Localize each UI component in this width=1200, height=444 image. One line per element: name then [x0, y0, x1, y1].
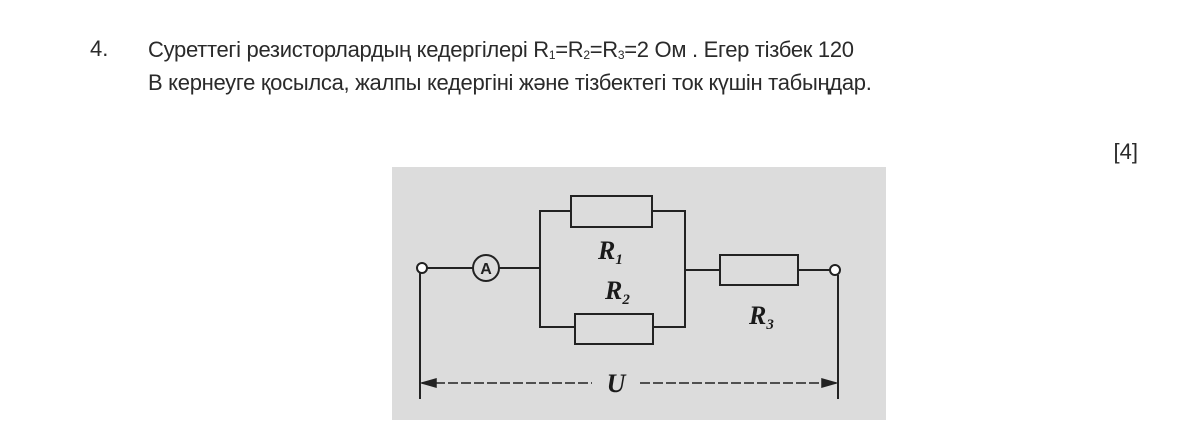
voltage-label: U [607, 369, 627, 398]
r1-label: R1 [597, 236, 623, 268]
question-marks: [4] [1113, 139, 1138, 164]
ammeter-icon: A [472, 254, 500, 282]
circuit-diagram: A R1 R2 R3 U [392, 167, 886, 420]
resistor-r2 [574, 313, 654, 345]
voltage-arrow [419, 378, 839, 388]
svg-text:A: A [480, 261, 492, 278]
r3-label: R3 [748, 301, 774, 333]
resistor-r1 [570, 195, 653, 228]
left-terminal [416, 262, 428, 274]
question-text: Суреттегі резисторлардың кедергілері R1=… [148, 37, 872, 95]
right-terminal [829, 264, 841, 276]
question-number: 4. [90, 36, 109, 61]
r2-label: R2 [604, 276, 630, 308]
resistor-r3 [719, 254, 799, 286]
